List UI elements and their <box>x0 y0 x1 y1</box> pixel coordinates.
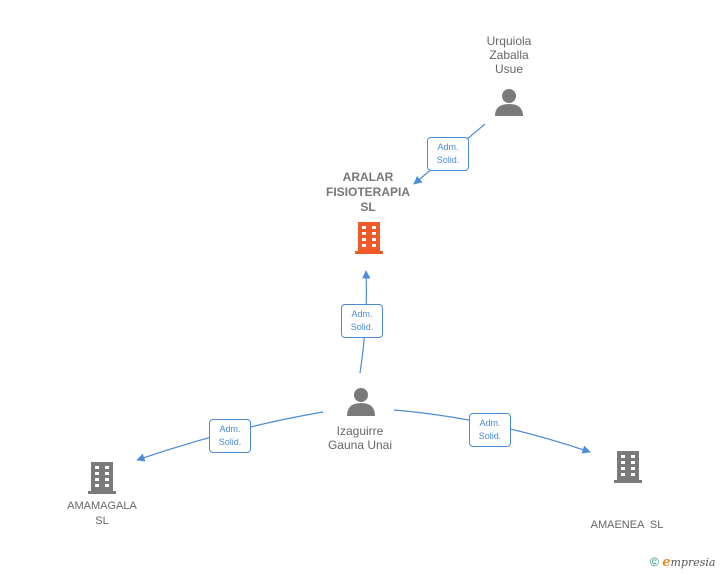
node-label-line: AMAMAGALA <box>67 500 137 512</box>
brand-logo-text: mpresia <box>670 556 716 569</box>
node-label-line: ARALAR <box>342 170 394 184</box>
node-label-urquiola[interactable]: Urquiola Zaballa Usue <box>466 34 552 76</box>
building-icon-main[interactable] <box>355 222 383 254</box>
node-label-line: Gauna Unai <box>327 438 393 452</box>
node-label-line: AMAENEA SL <box>590 519 664 531</box>
relation-role: Adm. <box>351 309 373 319</box>
relation-type: Solid. <box>478 431 502 441</box>
node-label-amamagala[interactable]: AMAMAGALA SL <box>52 499 152 529</box>
node-label-izaguirre[interactable]: Izaguirre Gauna Unai <box>310 424 410 452</box>
node-label-line: Usue <box>494 62 523 76</box>
relation-badge[interactable]: Adm. Solid. <box>469 413 511 447</box>
node-label-line: FISIOTERAPIA <box>325 185 410 199</box>
node-label-line: Urquiola <box>486 34 532 48</box>
relation-type: Solid. <box>218 437 242 447</box>
copyright-icon: © <box>650 555 659 569</box>
relation-type: Solid. <box>436 155 460 165</box>
brand-logo-e: e <box>662 555 671 570</box>
node-label-line: Izaguirre <box>336 424 384 438</box>
relation-badge[interactable]: Adm. Solid. <box>209 419 251 453</box>
relation-badge[interactable]: Adm. Solid. <box>341 304 383 338</box>
node-label-line: Zaballa <box>489 48 529 62</box>
relation-type: Solid. <box>350 322 374 332</box>
person-icon[interactable] <box>347 388 375 416</box>
relation-role: Adm. <box>437 142 459 152</box>
relation-role: Adm. <box>219 424 241 434</box>
relation-badge[interactable]: Adm. Solid. <box>427 137 469 171</box>
copyright-footer: © empresia <box>650 555 715 570</box>
person-icon[interactable] <box>495 89 523 116</box>
node-label-line: SL <box>360 200 376 214</box>
node-label-line: SL <box>95 515 109 527</box>
node-label-aralar[interactable]: ARALAR FISIOTERAPIA SL <box>308 170 428 215</box>
node-label-amaenea[interactable]: AMAENEA SL <box>577 488 677 548</box>
brand-logo: empresia <box>662 555 716 570</box>
building-icon[interactable] <box>614 451 642 483</box>
relation-role: Adm. <box>479 418 501 428</box>
building-icon[interactable] <box>88 462 116 494</box>
